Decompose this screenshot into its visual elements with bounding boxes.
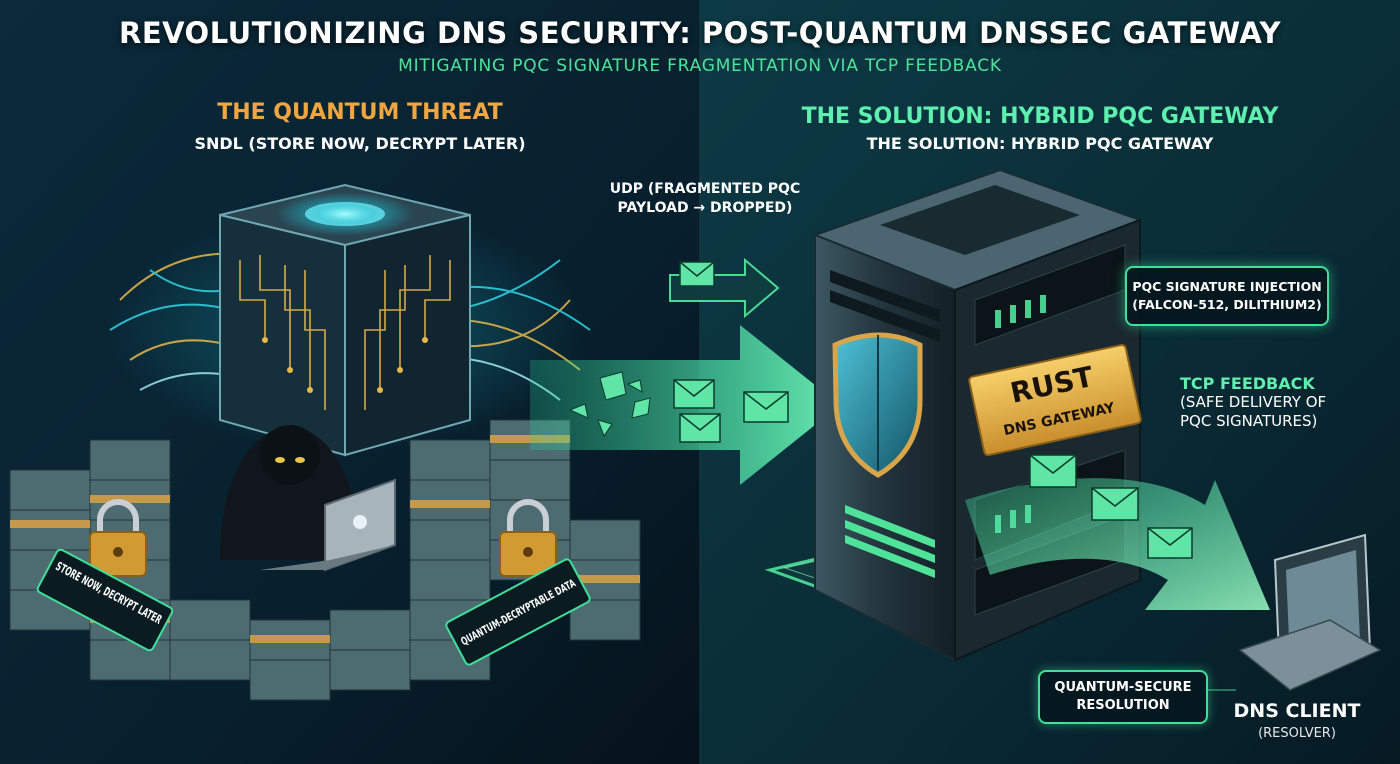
quantum-secure-resolution-text: QUANTUM-SECURE RESOLUTION [1054, 680, 1192, 713]
padlock-icon [89, 499, 147, 577]
solution-subheading: THE SOLUTION: HYBRID PQC GATEWAY [866, 134, 1214, 153]
shield-icon [832, 332, 923, 478]
dns-client-label: DNS CLIENT [1233, 700, 1361, 722]
tcp-feedback-arrow [965, 454, 1270, 610]
envelope-icon [1029, 454, 1077, 488]
signature-injection-text: PQC SIGNATURE INJECTION (FALCON-512, DIL… [1132, 279, 1322, 312]
threat-heading: THE QUANTUM THREAT [217, 100, 503, 125]
page-title: REVOLUTIONIZING DNS SECURITY: POST-QUANT… [118, 16, 1282, 50]
laptop-icon [260, 478, 396, 572]
envelope-icon [1091, 487, 1139, 521]
envelope-icon [1147, 527, 1193, 559]
monitor-icon [1238, 533, 1382, 691]
envelope-icon [679, 261, 715, 287]
quantum-computer [105, 183, 591, 457]
udp-label: UDP (FRAGMENTED PQC PAYLOAD → DROPPED) [609, 181, 801, 216]
envelope-icon [743, 391, 789, 423]
udp-arrow [669, 257, 780, 319]
padlock-icon [499, 499, 557, 577]
quantum-secure-resolution-callout: QUANTUM-SECURE RESOLUTION [1038, 670, 1208, 724]
tcp-feedback-heading: TCP FEEDBACK [1180, 374, 1315, 393]
envelope-icon [673, 379, 715, 409]
data-flow-arrow [530, 325, 840, 485]
rust-plate: RUST DNS GATEWAY [968, 343, 1142, 457]
tcp-feedback-description: (SAFE DELIVERY OF PQC SIGNATURES) [1180, 393, 1327, 430]
page-subtitle: MITIGATING PQC SIGNATURE FRAGMENTATION V… [398, 56, 1002, 76]
dns-client-sublabel: (RESOLVER) [1258, 726, 1336, 741]
envelope-icon [679, 413, 721, 443]
signature-injection-callout: PQC SIGNATURE INJECTION (FALCON-512, DIL… [1125, 266, 1329, 326]
hacker [220, 425, 396, 572]
threat-subheading: SNDL (STORE NOW, DECRYPT LATER) [194, 134, 526, 153]
solution-heading: THE SOLUTION: HYBRID PQC GATEWAY [801, 104, 1279, 129]
